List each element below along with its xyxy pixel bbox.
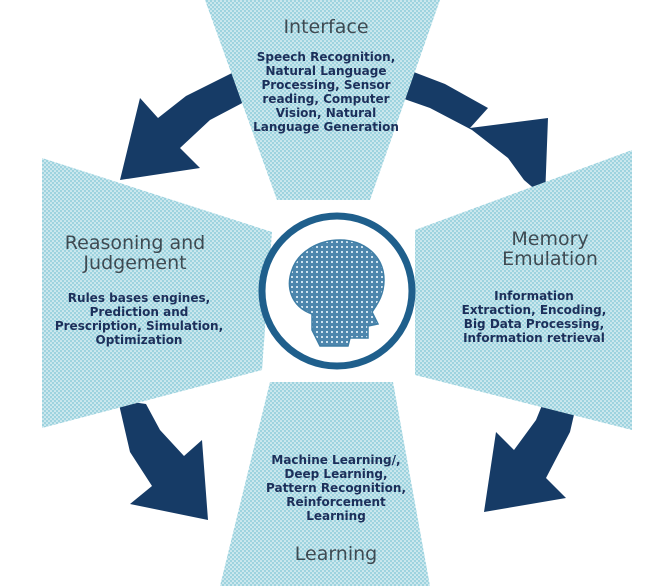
panel-reasoning — [42, 158, 272, 428]
reasoning-body: Rules bases engines, Prediction and Pres… — [54, 291, 224, 347]
panel-interface — [205, 0, 440, 200]
learning-title: Learning — [294, 543, 378, 565]
arrow-top-right — [368, 66, 548, 198]
interface-body: Speech Recognition, Natural Language Pro… — [253, 50, 399, 134]
arrow-top-left — [120, 68, 262, 180]
learning-body: Machine Learning/, Deep Learning, Patter… — [266, 453, 406, 523]
center-emblem — [258, 212, 416, 370]
memory-title: Memory Emulation — [502, 228, 598, 270]
brain-head-icon — [288, 239, 385, 347]
reasoning-title: Reasoning and Judgement — [64, 232, 206, 274]
arrow-bottom-left — [118, 400, 208, 520]
panel-learning — [220, 382, 430, 586]
interface-title: Interface — [283, 16, 369, 38]
panel-memory — [415, 150, 632, 430]
memory-body: Information Extraction, Encoding, Big Da… — [461, 289, 607, 345]
panels — [42, 0, 632, 586]
